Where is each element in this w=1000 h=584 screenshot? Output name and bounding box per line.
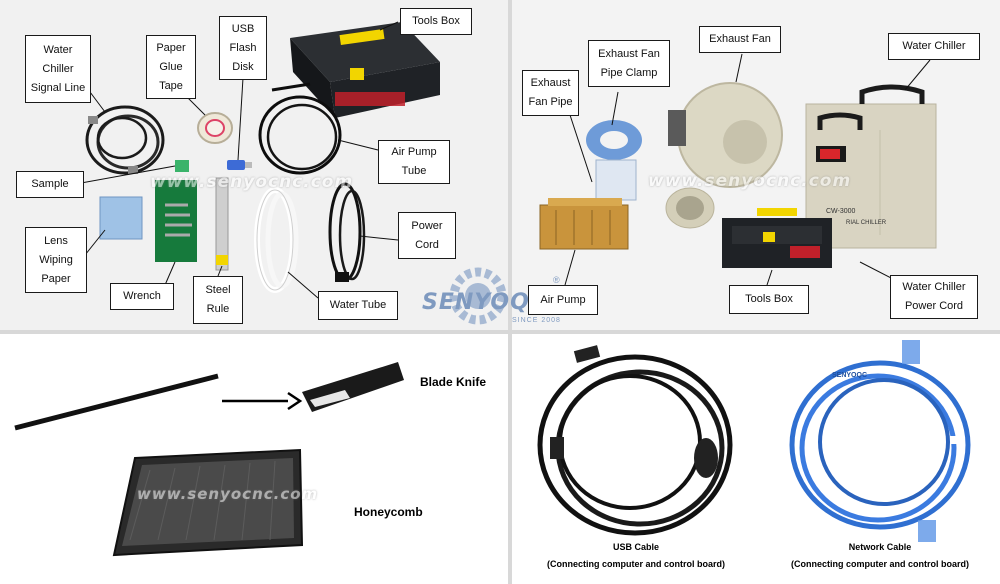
callout-lens-wiping-paper: Lens Wiping Paper: [25, 227, 87, 293]
label-blade-knife: Blade Knife: [420, 375, 487, 389]
air-pump-tube-photo: [258, 82, 342, 175]
steel-rule-photo: [215, 177, 229, 271]
callout-paper-glue-tape: Paper Glue Tape: [146, 35, 196, 99]
callout-lines-left: [69, 21, 399, 299]
callout-water-tube: Water Tube: [318, 291, 398, 320]
blade-rod-photo: [14, 373, 219, 431]
caption-usb-cable-note: (Connecting computer and control board): [547, 559, 725, 569]
callout-exhaust-fan-pipe: Exhaust Fan Pipe: [522, 70, 579, 116]
cable-brand-label: SENYOQC: [832, 372, 868, 379]
network-cable-photo: [789, 340, 971, 542]
water-tube-photo: [254, 187, 299, 293]
callout-steel-rule: Steel Rule: [193, 276, 243, 324]
caption-usb-cable-title: USB Cable: [612, 542, 659, 552]
callout-power-cord: Power Cord: [398, 212, 456, 259]
caption-network-cable-note: (Connecting computer and control board): [791, 559, 969, 569]
sample-photo: [175, 160, 189, 172]
chiller-model-label: CW-3000: [826, 208, 856, 215]
tools-box-2-photo: [722, 208, 832, 268]
honeycomb-photo: [112, 448, 304, 557]
callout-lines-right: [564, 53, 931, 286]
vertical-divider: [508, 0, 512, 584]
senyoqc-logo-mark: [449, 267, 507, 325]
callout-tools-box-2: Tools Box: [729, 285, 809, 314]
usb-disk-photo: [227, 160, 252, 170]
logo-registered: ®: [553, 275, 560, 285]
callout-sample: Sample: [16, 171, 84, 198]
caption-usb-cable: USB Cable (Connecting computer and contr…: [534, 539, 738, 573]
signal-line-photo: [85, 105, 165, 175]
glue-tape-photo: [197, 112, 233, 144]
callout-usb-flash-disk: USB Flash Disk: [219, 16, 267, 80]
logo-since: SINCE 2008: [512, 317, 561, 324]
wrench-photo: [155, 180, 197, 262]
watermark: www.senyocnc.com: [150, 172, 354, 192]
callout-wrench: Wrench: [110, 283, 174, 310]
watermark: www.senyocnc.com: [648, 171, 852, 191]
watermark: www.senyocnc.com: [137, 485, 319, 503]
pipe-clamp-photo: [586, 120, 642, 201]
power-cord-photo: [328, 182, 366, 282]
callout-air-pump: Air Pump: [528, 285, 598, 315]
blade-knife-photo: [302, 362, 404, 412]
caption-network-cable-title: Network Cable: [848, 542, 912, 552]
callout-air-pump-tube: Air Pump Tube: [378, 140, 450, 184]
panel-cables: [512, 334, 1000, 584]
callout-exhaust-fan: Exhaust Fan: [699, 26, 781, 53]
air-pump-photo: [539, 198, 629, 250]
callout-water-chiller: Water Chiller: [888, 33, 980, 60]
tools-box-photo: [290, 22, 440, 118]
callout-exhaust-fan-pipe-clamp: Exhaust Fan Pipe Clamp: [588, 40, 670, 87]
callout-tools-box: Tools Box: [400, 8, 472, 35]
callout-water-chiller-signal-line: Water Chiller Signal Line: [25, 35, 91, 103]
usb-cable-photo: [537, 345, 733, 536]
chiller-text-label: RIAL CHILLER: [846, 220, 887, 226]
callout-water-chiller-power-cord: Water Chiller Power Cord: [890, 275, 978, 319]
horizontal-divider: [0, 330, 1000, 334]
exhaust-fan-photo: [665, 82, 783, 229]
logo-wordmark: SENYOQC: [422, 290, 547, 315]
label-honeycomb: Honeycomb: [354, 505, 423, 519]
lens-paper-photo: [99, 196, 143, 240]
caption-network-cable: Network Cable (Connecting computer and c…: [778, 539, 982, 573]
arrow-head: [287, 391, 303, 411]
